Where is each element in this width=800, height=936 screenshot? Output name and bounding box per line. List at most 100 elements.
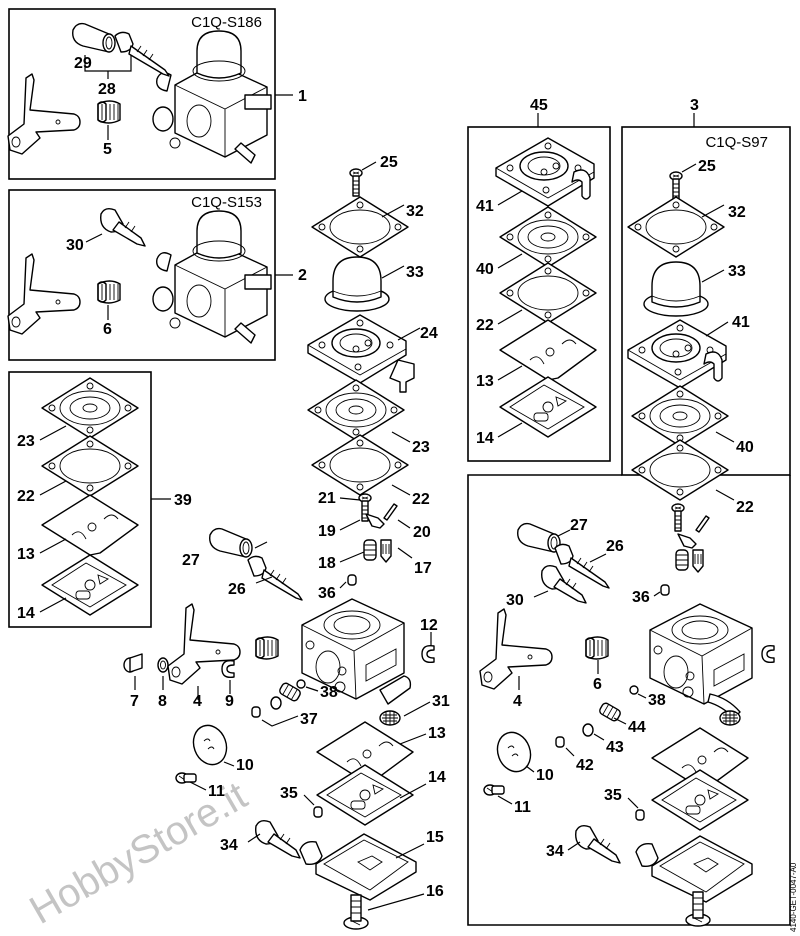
label-25: 25 — [380, 154, 398, 171]
label-27: 27 — [570, 517, 588, 534]
part-38-ball — [629, 685, 639, 695]
document-id: 4140-GET-0047-A0 — [789, 862, 798, 932]
valve — [692, 549, 704, 573]
spring — [255, 636, 279, 660]
label-33: 33 — [728, 263, 746, 280]
label-22: 22 — [736, 499, 754, 516]
label-25: 25 — [698, 158, 716, 175]
carburetor-s186 — [152, 30, 272, 164]
part-37-oring — [270, 696, 282, 710]
label-19: 19 — [318, 523, 336, 540]
label-40: 40 — [476, 261, 494, 278]
label-ref-1: 1 — [298, 88, 307, 105]
part-30-needle — [100, 207, 146, 247]
part-25-screw — [349, 168, 363, 197]
label-7: 7 — [130, 693, 139, 710]
label-23: 23 — [412, 439, 430, 456]
label-12: 12 — [420, 617, 438, 634]
label-33: 33 — [406, 264, 424, 281]
label-41: 41 — [732, 314, 750, 331]
label-27: 27 — [182, 552, 200, 569]
label-16: 16 — [426, 883, 444, 900]
eclip — [761, 644, 775, 664]
part-37-plug — [251, 706, 261, 718]
part-34-needle — [255, 819, 301, 859]
label-41: 41 — [476, 198, 494, 215]
part-14-gasket — [41, 554, 139, 616]
part-42-plug — [555, 736, 565, 748]
part-23-diaphragm — [41, 377, 139, 439]
label-17: 17 — [414, 560, 432, 577]
screen — [719, 710, 741, 726]
label-14: 14 — [17, 605, 35, 622]
lever-s153 — [7, 253, 81, 335]
label-10: 10 — [536, 767, 554, 784]
part-16-screw — [343, 894, 369, 930]
label-44: 44 — [628, 719, 646, 736]
part-20-pin — [383, 503, 398, 521]
part-34-needle — [575, 824, 621, 864]
panel-c1q-s97: 3 C1Q-S97 25 — [467, 97, 791, 927]
screw — [671, 503, 685, 532]
part-36-plug — [660, 584, 670, 596]
model-code-s153: C1Q-S153 — [191, 194, 262, 211]
label-14: 14 — [476, 430, 494, 447]
model-code-s97: C1Q-S97 — [705, 134, 768, 151]
part-9-eclip — [221, 659, 235, 679]
part-27-cap — [517, 522, 561, 553]
label-ref-3: 3 — [690, 97, 699, 114]
part-11-screw — [175, 772, 197, 784]
part-18-spring — [363, 539, 377, 561]
label-ref-2: 2 — [298, 267, 307, 284]
label-36: 36 — [632, 589, 650, 606]
part-17-valve — [380, 539, 392, 563]
label-18: 18 — [318, 555, 336, 572]
label-26: 26 — [228, 581, 246, 598]
part-19-lever — [365, 513, 385, 529]
label-9: 9 — [225, 693, 234, 710]
part-22-gasket — [41, 435, 139, 497]
label-30: 30 — [506, 592, 524, 609]
part-38-ball — [296, 679, 306, 689]
label-21: 21 — [318, 490, 336, 507]
carburetor-body — [649, 603, 753, 705]
part-13-plate — [41, 494, 139, 556]
label-6: 6 — [593, 676, 602, 693]
label-43: 43 — [606, 739, 624, 756]
label-26: 26 — [606, 538, 624, 555]
part-11-screw — [483, 784, 505, 796]
part-35-valve — [635, 809, 645, 821]
label-8: 8 — [158, 693, 167, 710]
label-10: 10 — [236, 757, 254, 774]
panel-kit-39: 23 22 13 14 39 — [8, 371, 192, 628]
part-12-eclip — [421, 644, 435, 664]
part-6-spring — [97, 280, 121, 304]
label-14: 14 — [428, 769, 446, 786]
label-32: 32 — [406, 203, 424, 220]
panel-kit-45: 45 41 40 22 13 14 — [467, 97, 611, 462]
part-8-washer — [157, 657, 169, 673]
label-13: 13 — [476, 373, 494, 390]
panel-c1q-s186: C1Q-S186 29 28 5 1 — [7, 8, 307, 180]
part-22-gasket — [631, 439, 729, 501]
label-36: 36 — [318, 585, 336, 602]
label-38: 38 — [648, 692, 666, 709]
carburetor-body — [301, 598, 405, 700]
label-34: 34 — [220, 837, 238, 854]
part-6-spring — [585, 636, 609, 660]
part-33-primer-bulb — [643, 261, 709, 317]
label-13: 13 — [17, 546, 35, 563]
label-4: 4 — [193, 693, 202, 710]
label-15: 15 — [426, 829, 444, 846]
part-31-screen — [379, 710, 401, 726]
label-22: 22 — [17, 488, 35, 505]
part-33-primer-bulb — [324, 256, 390, 312]
label-38: 38 — [320, 684, 338, 701]
label-23: 23 — [17, 433, 35, 450]
part-32-gasket — [627, 196, 725, 258]
label-11: 11 — [514, 799, 531, 816]
part-14-gasket — [316, 764, 414, 826]
part-40-diaphragm — [631, 385, 729, 447]
lever-s186 — [7, 73, 81, 155]
